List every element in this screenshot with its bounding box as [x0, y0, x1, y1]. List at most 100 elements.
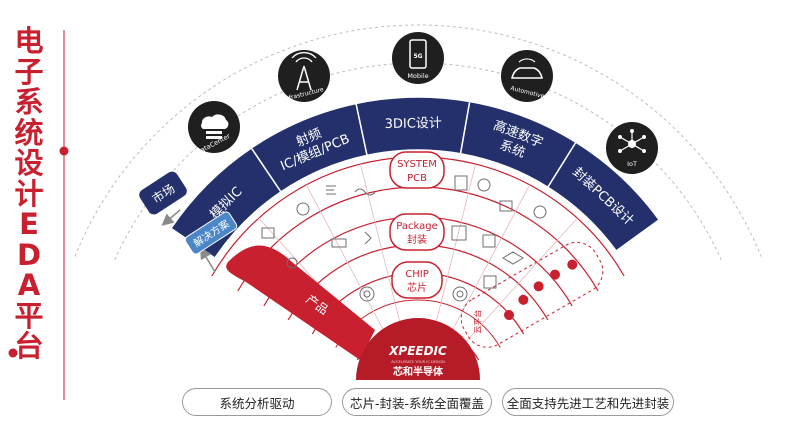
- title-char: 台: [14, 329, 44, 363]
- mobile-label: Mobile: [407, 72, 428, 80]
- product-tool-icons: [261, 175, 547, 302]
- title-char: 电: [14, 24, 44, 58]
- level-line1: SYSTEM: [397, 159, 437, 170]
- iot-node-icon: [642, 135, 646, 139]
- iot-node-icon: [642, 149, 646, 153]
- tool-icon: [502, 251, 524, 265]
- iot-node-icon: [618, 135, 622, 139]
- product-band: [226, 245, 375, 360]
- iot-network-icon: [619, 131, 645, 152]
- tool-icon: [482, 234, 496, 248]
- cloud-tool-icon: [518, 294, 529, 305]
- cloud-tool-icon: [533, 281, 544, 292]
- mobile-badge-text: 5G: [413, 53, 422, 60]
- title-char: D: [16, 237, 42, 272]
- tool-icon: [499, 200, 513, 212]
- tool-icon: [331, 238, 347, 248]
- cloud-platform-border: [460, 241, 604, 348]
- market-arrow: [161, 209, 181, 226]
- level-pill: [389, 151, 445, 189]
- mobile-icon: [409, 39, 427, 69]
- level-line1: Package: [396, 221, 437, 232]
- iot-node-icon: [618, 149, 622, 153]
- feature-pill: 全面支持先进工艺和先进封装: [502, 388, 674, 416]
- page-title: 电 子 系 统 设 计 E D A 平 台: [14, 26, 44, 362]
- title-char: 系: [14, 85, 44, 119]
- tool-icon: [452, 286, 468, 302]
- iot-label: IoT: [627, 160, 637, 168]
- level-system-pcb: SYSTEM PCB: [389, 151, 445, 189]
- tool-icon: [363, 290, 371, 298]
- title-char: 子: [14, 54, 44, 89]
- logo-name: XPEEDIC: [388, 344, 447, 358]
- tool-icon: [454, 175, 468, 191]
- tool-icon: [451, 225, 467, 241]
- title-char: E: [19, 207, 39, 241]
- tool-icon: [533, 205, 547, 219]
- segment-label: 3DIC设计: [385, 116, 442, 132]
- tool-icon: [354, 188, 376, 196]
- cloud-tool-icon: [567, 259, 578, 270]
- infrastructure-icon: [296, 65, 312, 91]
- market-tag-bg: [139, 171, 187, 215]
- tool-icon: [483, 275, 497, 289]
- level-chip: CHIP 芯片: [391, 261, 443, 299]
- feature-pill: 系统分析驱动: [182, 388, 332, 416]
- logo-tagline: ACCELERATE YOUR IC DESIGN: [391, 360, 445, 364]
- logo-disc: [356, 318, 480, 380]
- iot-node-icon: [630, 129, 634, 133]
- tool-icon: [261, 227, 275, 239]
- automotive-icon: [511, 67, 543, 79]
- radial-line: [360, 163, 402, 328]
- cloud-label: 云平台: [473, 310, 483, 334]
- logo-chinese: 芯和半导体: [393, 365, 444, 378]
- feature-pill: 芯片-封装-系统全面覆盖: [342, 388, 492, 416]
- title-char: 计: [14, 176, 44, 211]
- radial-line: [450, 184, 531, 334]
- infrastructure-badge: Infrastructure: [278, 50, 330, 103]
- datacenter-icon-rack: [206, 136, 222, 139]
- tool-icon: [359, 286, 375, 302]
- mobile-circle: [392, 32, 444, 84]
- cloud-tool-icon: [504, 310, 515, 320]
- level-line2: PCB: [407, 173, 427, 184]
- cloud-tool-icon: [549, 269, 560, 280]
- datacenter-icon: [201, 114, 229, 129]
- radial-line: [464, 217, 578, 344]
- company-logo: XPEEDIC ACCELERATE YOUR IC DESIGN 芯和半导体: [356, 318, 480, 380]
- signal-waves-icon: [291, 52, 317, 63]
- automotive-badge: Automotive: [501, 50, 553, 102]
- divider-dot: [59, 146, 69, 156]
- mobile-badge: 5G Mobile: [392, 32, 444, 84]
- automotive-signal-icon: [518, 58, 536, 63]
- outer-dashed-arc: [74, 24, 762, 257]
- market-tag: 市场: [139, 171, 187, 215]
- tool-icon: [326, 185, 336, 195]
- segment-block: [546, 141, 661, 253]
- radial-line: [305, 184, 386, 334]
- solution-arrow: [199, 246, 216, 273]
- title-char: A: [17, 268, 41, 302]
- datacenter-icon-rack: [206, 131, 222, 134]
- cloud-platform-box: 云平台: [460, 241, 604, 348]
- level-pill: [389, 213, 445, 251]
- title-char: 平: [14, 298, 44, 333]
- infrastructure-circle: [278, 50, 330, 102]
- level-package: Package 封装: [389, 213, 445, 251]
- tool-icon: [364, 231, 372, 245]
- title-char: 统: [14, 115, 44, 150]
- solution-tag: 解决方案: [184, 211, 238, 255]
- datacenter-badge: DataCenter: [188, 101, 240, 157]
- iot-badge: IoT: [606, 122, 658, 174]
- level-line1: CHIP: [405, 269, 428, 280]
- level-pill: [391, 261, 443, 299]
- divider-dot: [8, 348, 18, 358]
- radial-line: [434, 163, 476, 328]
- tool-icon: [286, 257, 298, 269]
- solution-tag-bg: [184, 211, 238, 255]
- level-line2: 封装: [407, 233, 427, 246]
- level-line2: 芯片: [407, 281, 427, 294]
- tool-icon: [456, 290, 464, 298]
